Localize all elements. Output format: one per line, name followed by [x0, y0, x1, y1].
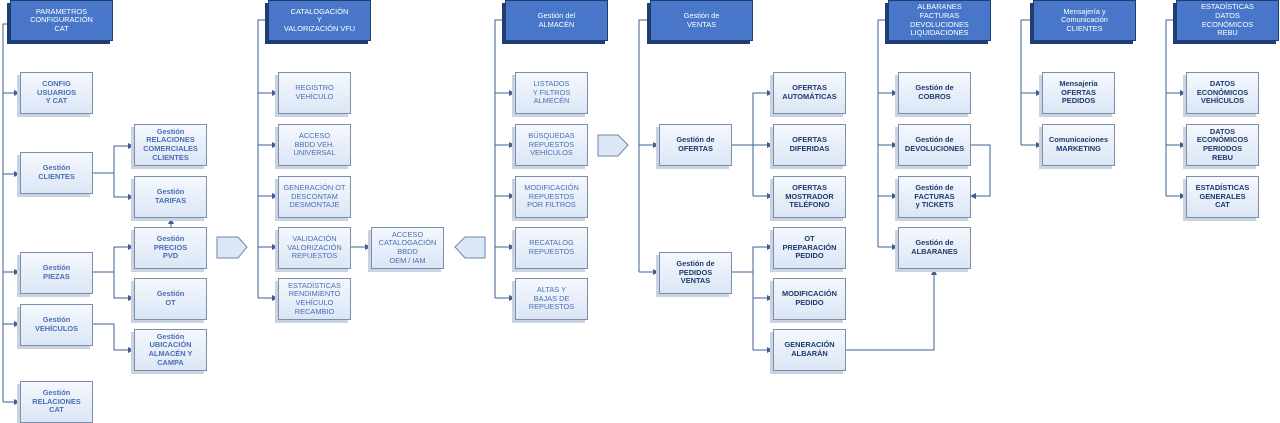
box-relaciones-comerciales: Gestión RELACIONES COMERCIALES CLIENTES [134, 124, 207, 166]
box-datos-economicos-vehiculos: DATOS ECONÓMICOS VEHÍCULOS [1186, 72, 1259, 114]
box-acceso-catalogacion: ACCESO CATALOGACIÓN BBDD OEM / IAM [371, 227, 444, 269]
box-gestion-pedidos: Gestión de PEDIDOS VENTAS [659, 252, 732, 294]
flow-arrow-left [454, 236, 486, 259]
box-mensajeria-ofertas: Mensajería OFERTAS PEDIDOS [1042, 72, 1115, 114]
box-recatalog: RECATALOG REPUESTOS [515, 227, 588, 269]
box-gestion-cobros: Gestión de COBROS [898, 72, 971, 114]
header-gestion-ventas: Gestión de VENTAS [650, 0, 753, 41]
box-ubicacion-almacen: Gestión UBICACIÓN ALMACÉN Y CAMPA [134, 329, 207, 371]
box-ot-preparacion: OT PREPARACIÓN PEDIDO [773, 227, 846, 269]
box-tarifas: Gestión TARIFAS [134, 176, 207, 218]
box-acceso-bbdd: ACCESO BBDD VEH. UNIVERSAL [278, 124, 351, 166]
box-config-usuarios: CONFIG USUARIOS Y CAT [20, 72, 93, 114]
box-ofertas-mostrador: OFERTAS MOSTRADOR TELÉFONO [773, 176, 846, 218]
box-listados-filtros: LISTADOS Y FILTROS ALMECÉN [515, 72, 588, 114]
box-comunicaciones-marketing: Comunicaciones MARKETING [1042, 124, 1115, 166]
header-estadisticas-rebu: ESTADÍSTICAS DATOS ECONÓMICOS REBU [1176, 0, 1279, 41]
box-gestion-albaranes: Gestión de ALBARANES [898, 227, 971, 269]
box-ofertas-automaticas: OFERTAS AUTOMÁTICAS [773, 72, 846, 114]
box-gestion-facturas: Gestión de FACTURAS y TICKETS [898, 176, 971, 218]
box-modificacion-repuestos: MODIFICACIÓN REPUESTOS POR FILTROS [515, 176, 588, 218]
header-mensajeria-comunicacion: Mensajería y Comunicación CLIENTES [1033, 0, 1136, 41]
header-parametros-configuracion-cat: PARAMETROS CONFIGURACIÓN CAT [10, 0, 113, 41]
box-gestion-ofertas: Gestión de OFERTAS [659, 124, 732, 166]
box-gestion-devoluciones: Gestión de DEVOLUCIONES [898, 124, 971, 166]
box-datos-economicos-periodos: DATOS ECONÓMICOS PERIODOS REBU [1186, 124, 1259, 166]
box-estadisticas-generales: ESTADÍSTICAS GENERALES CAT [1186, 176, 1259, 218]
box-precios-pvd: Gestión PRECIOS PVD [134, 227, 207, 269]
box-gestion-vehiculos: Gestión VEHÍCULOS [20, 304, 93, 346]
header-albaranes-facturas: ALBARANES FACTURAS DEVOLUCIONES LIQUIDAC… [888, 0, 991, 41]
box-modificacion-pedido: MODIFICACIÓN PEDIDO [773, 278, 846, 320]
box-busquedas-repuestos: BÚSQUEDAS REPUESTOS VEHÍCULOS [515, 124, 588, 166]
box-registro-vehiculo: REGISTRO VEHÍCULO [278, 72, 351, 114]
box-generacion-ot: GENERACIÓN OT DESCONTAM DESMONTAJE [278, 176, 351, 218]
header-catalogacion-valorizacion-vfu: CATALOGACIÓN Y VALORIZACIÓN VFU [268, 0, 371, 41]
box-generacion-albaran: GENERACIÓN ALBARÁN [773, 329, 846, 371]
box-estadisticas-rendimiento: ESTADÍSTICAS RENDIMIENTO VEHÍCULO RECAMB… [278, 278, 351, 320]
box-ofertas-diferidas: OFERTAS DIFERIDAS [773, 124, 846, 166]
box-gestion-piezas: Gestión PIEZAS [20, 252, 93, 294]
box-validacion-valorizacion: VALIDACIÓN VALORIZACIÓN REPUESTOS [278, 227, 351, 269]
box-gestion-ot: Gestión OT [134, 278, 207, 320]
flow-arrow-right-2 [597, 134, 629, 157]
box-gestion-clientes: Gestión CLIENTES [20, 152, 93, 194]
header-gestion-almacen: Gestión del ALMACÉN [505, 0, 608, 41]
box-altas-bajas: ALTAS Y BAJAS DE REPUESTOS [515, 278, 588, 320]
box-gestion-relaciones-cat: Gestión RELACIONES CAT [20, 381, 93, 423]
flow-arrow-right-1 [216, 236, 248, 259]
